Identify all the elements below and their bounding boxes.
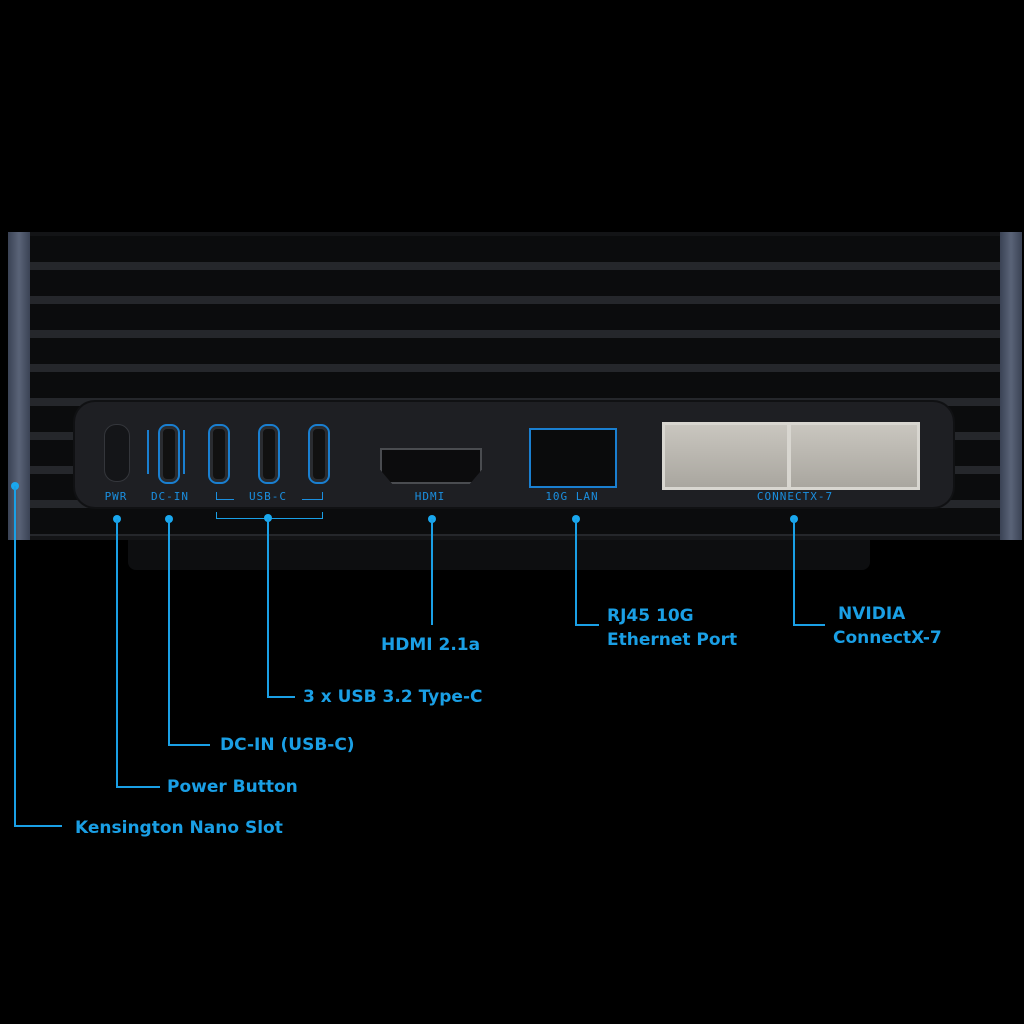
power-leader [116, 519, 118, 787]
dc-in-port [158, 424, 180, 484]
usb-c-port-3 [308, 424, 330, 484]
dc-in-leader-h [168, 744, 210, 746]
kensington-callout: Kensington Nano Slot [75, 818, 283, 838]
connectx-port-1 [662, 422, 790, 490]
dc-in-label: DC-IN [150, 490, 190, 503]
usb-c-port-2 [258, 424, 280, 484]
lan-callout-line1: RJ45 10G [607, 606, 694, 626]
power-leader-h [116, 786, 160, 788]
lan-label: 10G LAN [545, 490, 599, 503]
connectx-callout-line1: NVIDIA [838, 604, 906, 624]
usb-c-port-1 [208, 424, 230, 484]
kensington-leader [14, 486, 16, 826]
right-end-cap [1000, 232, 1022, 540]
dc-in-bracket [147, 430, 185, 474]
left-end-cap [8, 232, 30, 540]
usb-c-label: USB-C [234, 490, 302, 503]
dc-in-leader [168, 519, 170, 745]
power-button [104, 424, 130, 482]
connectx-leader-h [793, 624, 825, 626]
connectx-port-2 [788, 422, 920, 490]
kensington-leader-h [14, 825, 62, 827]
hdmi-leader [431, 519, 433, 625]
usb-leader [267, 518, 269, 697]
power-callout: Power Button [167, 777, 298, 797]
usb-leader-h [267, 696, 295, 698]
dc-in-callout: DC-IN (USB-C) [220, 735, 355, 755]
rj45-port [529, 428, 617, 488]
lan-leader-h [575, 624, 599, 626]
hdmi-callout: HDMI 2.1a [381, 635, 481, 655]
pwr-label: PWR [104, 490, 128, 503]
lan-callout-line2: Ethernet Port [607, 630, 738, 650]
device-foot [128, 540, 870, 570]
usb-callout: 3 x USB 3.2 Type-C [303, 687, 483, 707]
hdmi-port [380, 448, 482, 484]
lan-leader [575, 519, 577, 625]
hdmi-label: HDMI [414, 490, 446, 503]
connectx-label: CONNECTX-7 [756, 490, 834, 503]
connectx-callout-line2: ConnectX-7 [833, 628, 942, 648]
connectx-leader [793, 519, 795, 625]
